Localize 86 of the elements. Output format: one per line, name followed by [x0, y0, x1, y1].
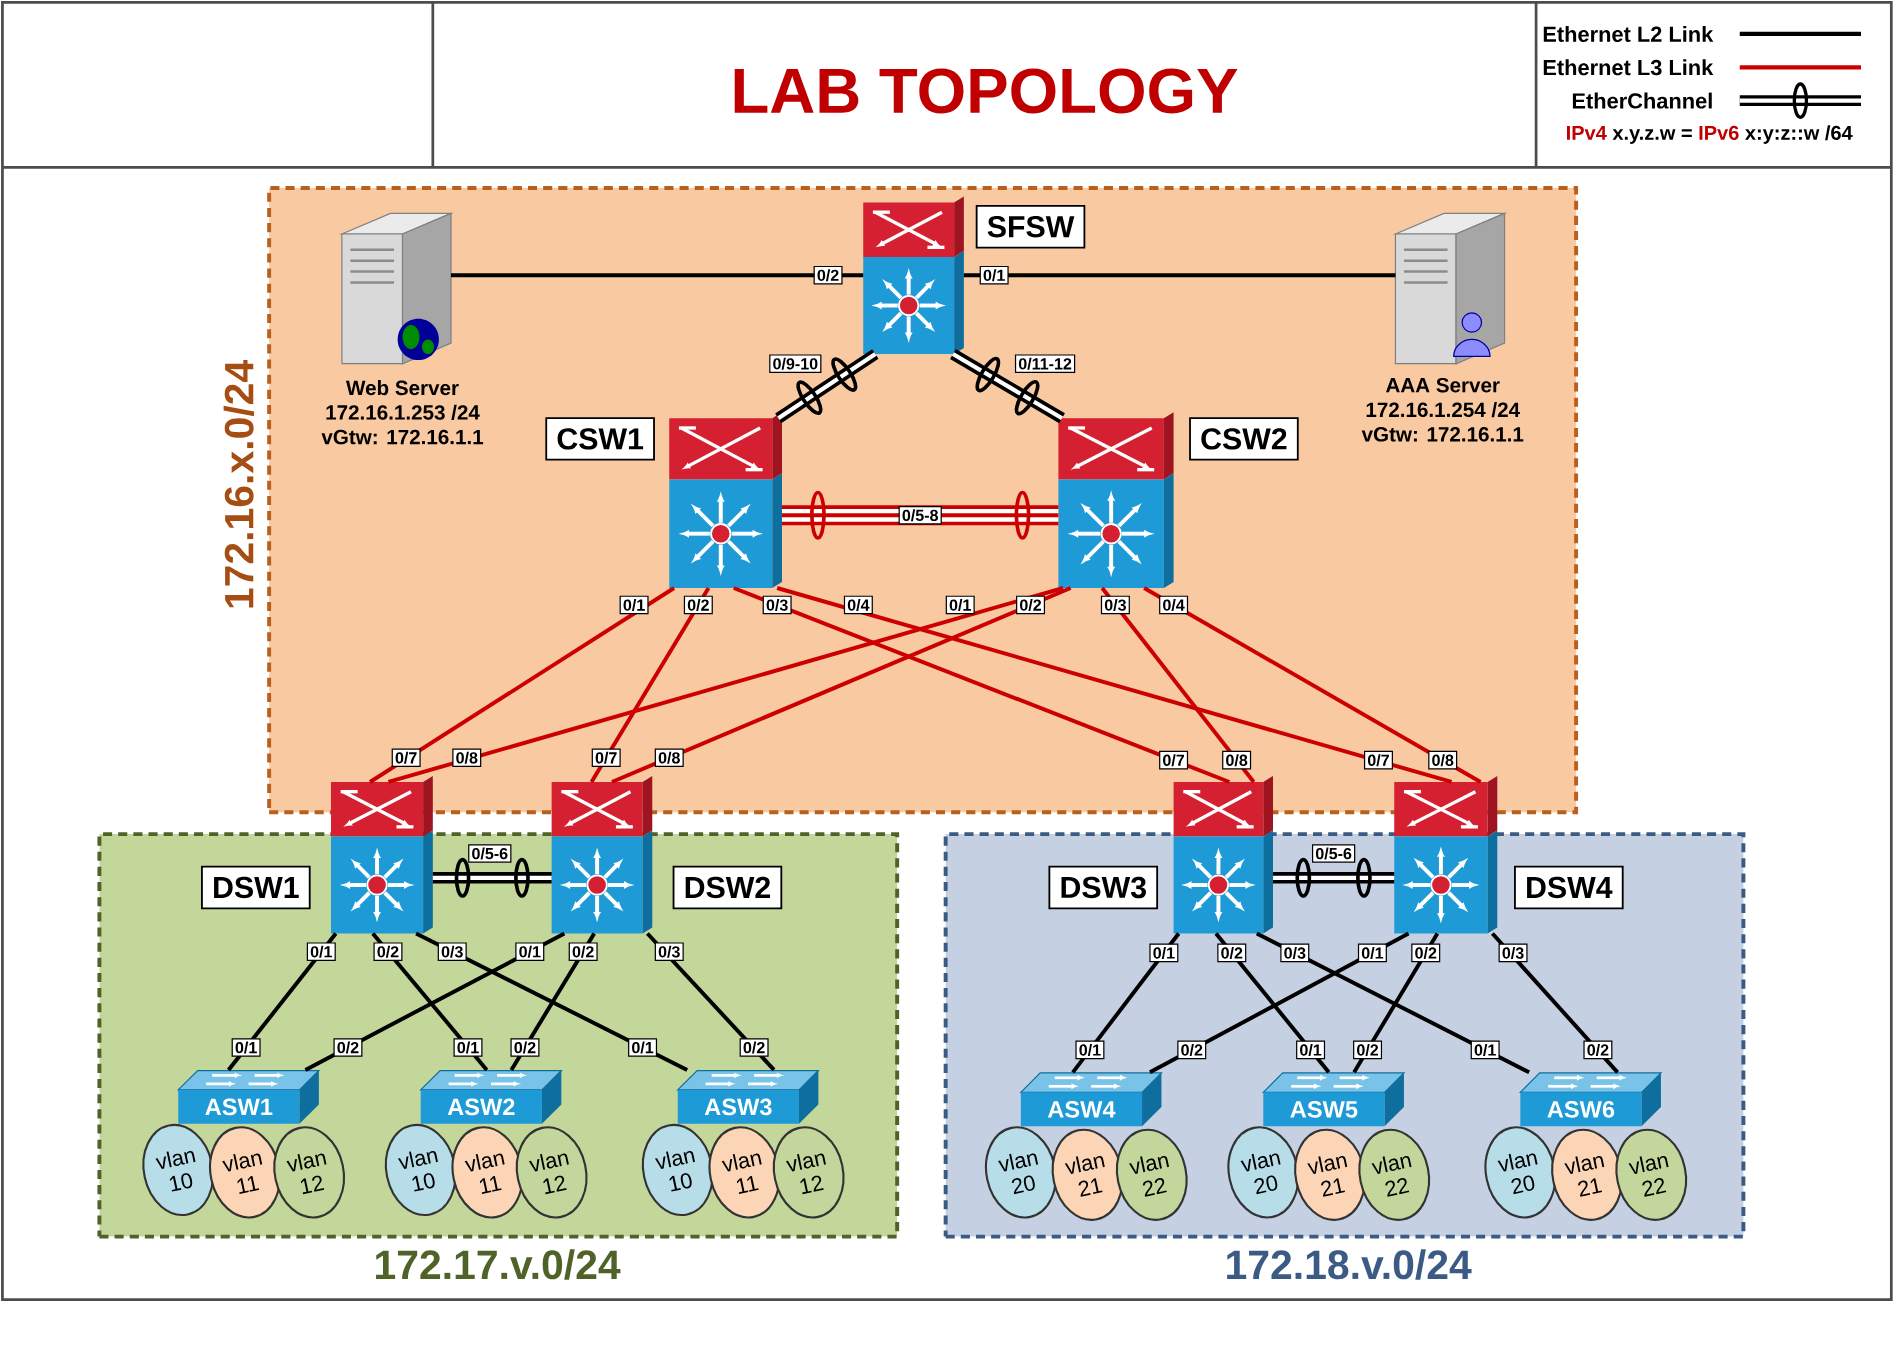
port-label: 0/3	[762, 595, 792, 615]
port-label: 0/3	[654, 942, 684, 961]
port-label: 0/4	[843, 595, 873, 615]
port-label: 0/7	[391, 748, 421, 767]
title: LAB TOPOLOGY	[734, 68, 1238, 114]
device-label: ASW2	[447, 1098, 515, 1116]
port-label: 0/2	[1583, 1040, 1613, 1060]
port-label: 0/1	[979, 265, 1009, 285]
port-label: 0/3	[1498, 943, 1528, 963]
port-label: 0/1	[1470, 1040, 1500, 1060]
port-label: 0/5-6	[1311, 844, 1356, 863]
port-label: 0/1	[1357, 943, 1387, 963]
port-label: 0/1	[1296, 1040, 1326, 1060]
port-label: 0/2	[568, 942, 598, 961]
device-label: CSW2	[1189, 417, 1299, 461]
port-label: 0/8	[1428, 750, 1458, 770]
link-line	[451, 273, 864, 278]
device-label: ASW3	[704, 1098, 772, 1116]
link-line	[733, 586, 1231, 784]
link-line	[432, 857, 552, 898]
port-label: 0/5-6	[468, 844, 512, 863]
port-label: 0/2	[510, 1038, 540, 1057]
port-label: 0/9-10	[769, 354, 822, 373]
legend-label: EtherChannel	[1572, 92, 1712, 109]
device-label: ASW4	[1047, 1100, 1116, 1118]
port-label: 0/1	[945, 595, 975, 615]
port-label: 0/7	[1159, 750, 1189, 770]
subnet-label: 172.18.v.0/24	[1227, 1249, 1472, 1280]
port-label: 0/2	[739, 1038, 769, 1057]
label: x.y.z.w =	[1612, 129, 1692, 144]
label: x:y:z::w /64	[1745, 125, 1853, 144]
device-label: DSW1	[201, 865, 311, 910]
port-label: 0/2	[1411, 943, 1441, 963]
port-label: 0/2	[1353, 1040, 1383, 1060]
port-label: 0/2	[373, 942, 403, 961]
device-label: DSW2	[672, 865, 783, 910]
link-line	[950, 348, 1065, 424]
device-label: DSW4	[1514, 865, 1624, 910]
legend-label: Ethernet L2 Link	[1543, 25, 1714, 42]
link-line	[1273, 857, 1395, 898]
port-label: 0/2	[683, 595, 713, 615]
device-label: CSW1	[545, 417, 655, 461]
port-label: 0/2	[813, 265, 843, 285]
link-line	[963, 273, 1396, 278]
link-line	[387, 585, 1064, 784]
port-label: 0/8	[1222, 750, 1252, 770]
port-label: 0/2	[1177, 1040, 1207, 1060]
device-label: ASW6	[1547, 1100, 1615, 1118]
port-label: 0/1	[1075, 1040, 1105, 1060]
address-note: IPv4 x.y.z.w = IPv6 x:y:z::w /64	[1567, 125, 1853, 144]
subnet-label: 172.16.x.0/24	[223, 359, 255, 608]
link-line	[775, 349, 879, 423]
port-label: 0/1	[453, 1038, 483, 1057]
port-label: 0/1	[231, 1038, 261, 1057]
port-label: 0/3	[437, 942, 467, 961]
port-label: 0/1	[619, 595, 649, 615]
port-label: 0/4	[1159, 595, 1189, 615]
port-label: 0/2	[1217, 943, 1247, 963]
port-label: 0/1	[628, 1038, 658, 1057]
port-label: 0/2	[1016, 595, 1046, 615]
server-label: Web Server 172.16.1.253 /24 vGtw: 172.16.1.1	[321, 379, 484, 445]
port-label: 0/1	[515, 942, 545, 961]
subnet-label: 172.17.v.0/24	[376, 1249, 621, 1280]
link-line	[776, 585, 1453, 784]
server-label: AAA Server 172.16.1.254 /24 vGtw: 172.16.1.1	[1361, 377, 1524, 442]
link-line	[368, 586, 676, 784]
port-label: 0/1	[1149, 943, 1179, 963]
label: IPv4	[1567, 125, 1607, 140]
port-label: 0/8	[452, 748, 482, 767]
port-label: 0/8	[654, 748, 684, 767]
label: IPv6	[1699, 125, 1739, 140]
port-label: 0/11-12	[1014, 354, 1076, 373]
port-label: 0/7	[591, 748, 621, 767]
link-line	[611, 586, 1072, 784]
device-label: ASW1	[205, 1098, 273, 1116]
port-label: 0/3	[1280, 943, 1310, 963]
port-label: 0/2	[333, 1038, 363, 1057]
port-label: 0/3	[1100, 595, 1130, 615]
legend-label: Ethernet L3 Link	[1543, 59, 1714, 76]
port-label: 0/7	[1363, 750, 1393, 770]
device-label: DSW3	[1048, 865, 1159, 910]
device-label: ASW5	[1290, 1100, 1358, 1118]
port-label: 0/1	[306, 942, 336, 961]
device-label: SFSW	[975, 204, 1086, 249]
link-line	[782, 490, 1059, 540]
edge-label: 0/5-8	[898, 505, 942, 525]
